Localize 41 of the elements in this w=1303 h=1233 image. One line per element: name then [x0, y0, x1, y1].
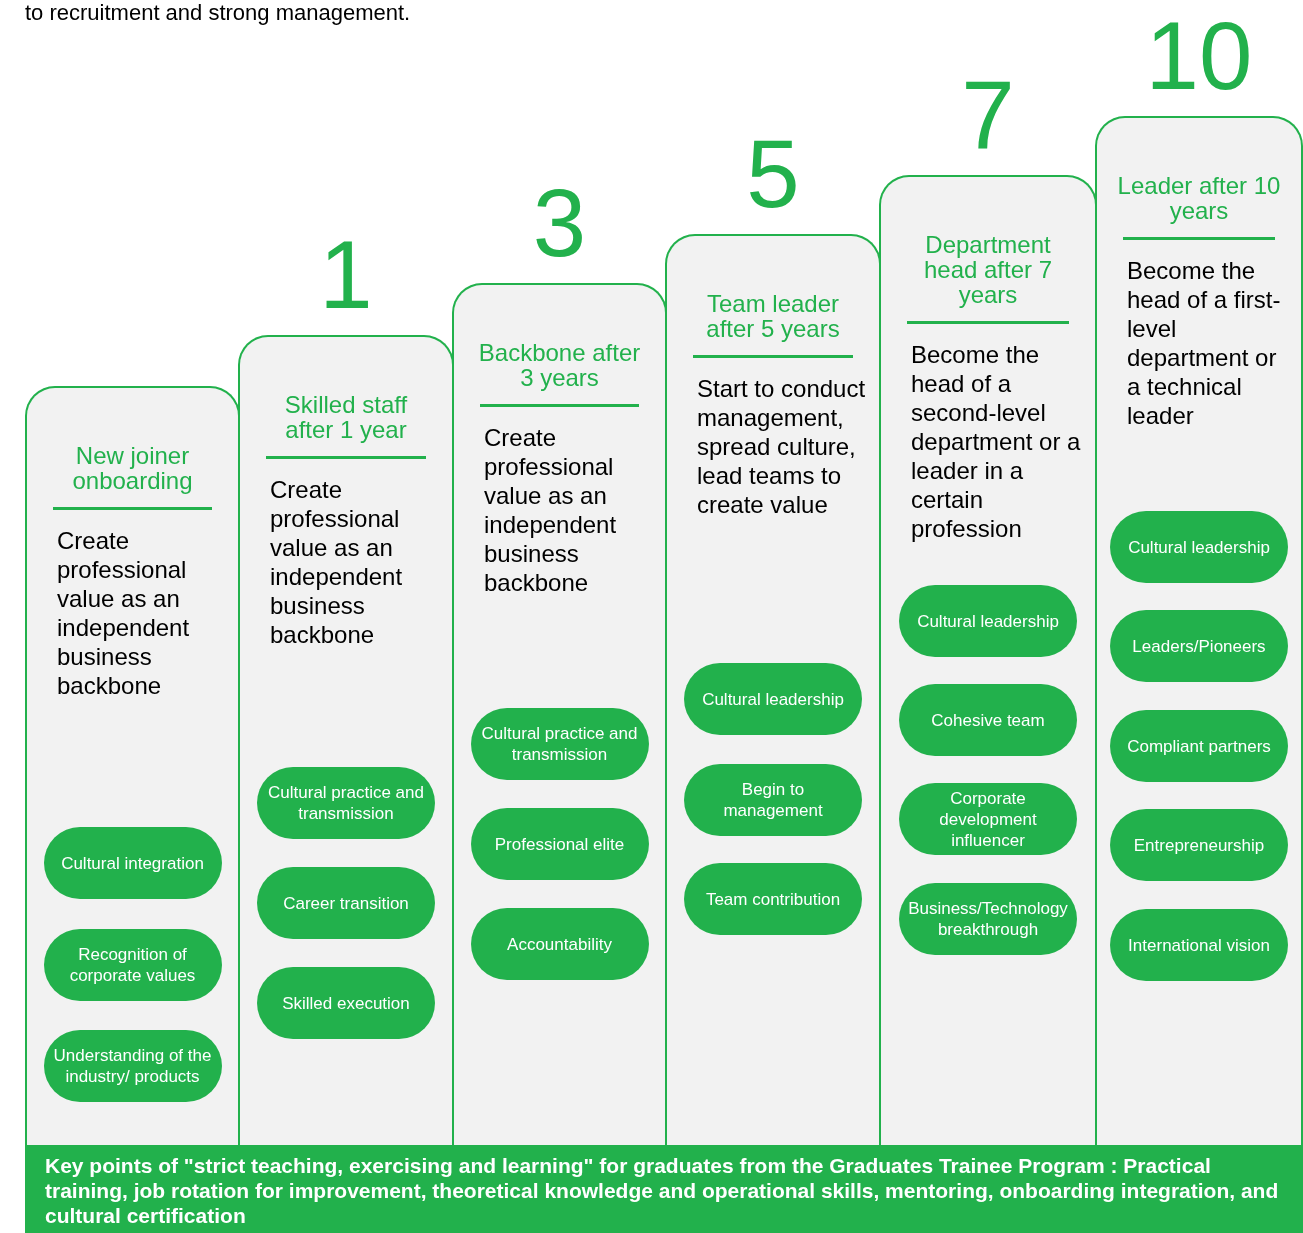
skill-pill: Cohesive team — [899, 684, 1077, 756]
skill-pill: Cultural leadership — [899, 585, 1077, 657]
skill-pill: Business/Technology breakthrough — [899, 883, 1077, 955]
skill-pill: Corporate development influencer — [899, 783, 1077, 855]
intro-text: to recruitment and strong management. — [25, 0, 411, 26]
stage-title: Leader after 10 years — [1116, 173, 1282, 223]
stage-year-number: 10 — [1144, 8, 1254, 104]
stage-description: Become the head of a second-level department or a leader in a certain profession — [911, 340, 1082, 543]
career-stage-column — [25, 386, 240, 1145]
skill-pill: Understanding of the industry/ products — [43, 1030, 222, 1102]
skill-pill: Cultural leadership — [684, 663, 862, 735]
stage-description: Become the head of a first-level department or a technical leader — [1127, 256, 1282, 430]
stage-description: Create professional value as an independent business backbone — [270, 475, 404, 649]
skill-pill: International vision — [1110, 909, 1288, 981]
skill-pill: Professional elite — [470, 808, 649, 880]
stage-title: Backbone after 3 years — [477, 340, 642, 390]
stage-title: Team leader after 5 years — [705, 291, 841, 341]
stage-year-number: 3 — [531, 175, 588, 271]
stage-description: Create professional value as an independent business backbone — [484, 423, 618, 597]
stage-title: Department head after 7 years — [922, 232, 1054, 307]
skill-pill: Accountability — [470, 908, 649, 980]
skill-pill: Cultural practice and transmission — [470, 708, 649, 780]
skill-pill: Cultural integration — [43, 827, 222, 899]
skill-pill: Compliant partners — [1110, 710, 1288, 782]
skill-pill: Recognition of corporate values — [43, 929, 222, 1001]
skill-pill: Begin to management — [684, 764, 862, 836]
skill-pill: Entrepreneurship — [1110, 809, 1288, 881]
stage-year-number: 5 — [745, 126, 801, 222]
stage-year-number: 1 — [318, 227, 374, 323]
skill-pill: Skilled execution — [257, 967, 435, 1039]
key-points-banner: Key points of "strict teaching, exercising and learning" for graduates from the Graduates Trainee Program : Practical training, job rotation for improvement, theoretical knowledge and operational skills, mentoring, onboarding integration, and cultural certification — [25, 1145, 1303, 1233]
stage-description: Create professional value as an independent business backbone — [57, 526, 191, 700]
stage-description: Start to conduct management, spread culture, lead teams to create value — [697, 374, 867, 519]
skill-pill: Cultural leadership — [1110, 511, 1288, 583]
stage-year-number: 7 — [960, 67, 1016, 163]
stage-title: New joiner onboarding — [71, 443, 194, 493]
stage-title: Skilled staff after 1 year — [283, 392, 409, 442]
skill-pill: Career transition — [257, 867, 435, 939]
skill-pill: Team contribution — [684, 863, 862, 935]
skill-pill: Leaders/Pioneers — [1110, 610, 1288, 682]
skill-pill: Cultural practice and transmission — [257, 767, 435, 839]
